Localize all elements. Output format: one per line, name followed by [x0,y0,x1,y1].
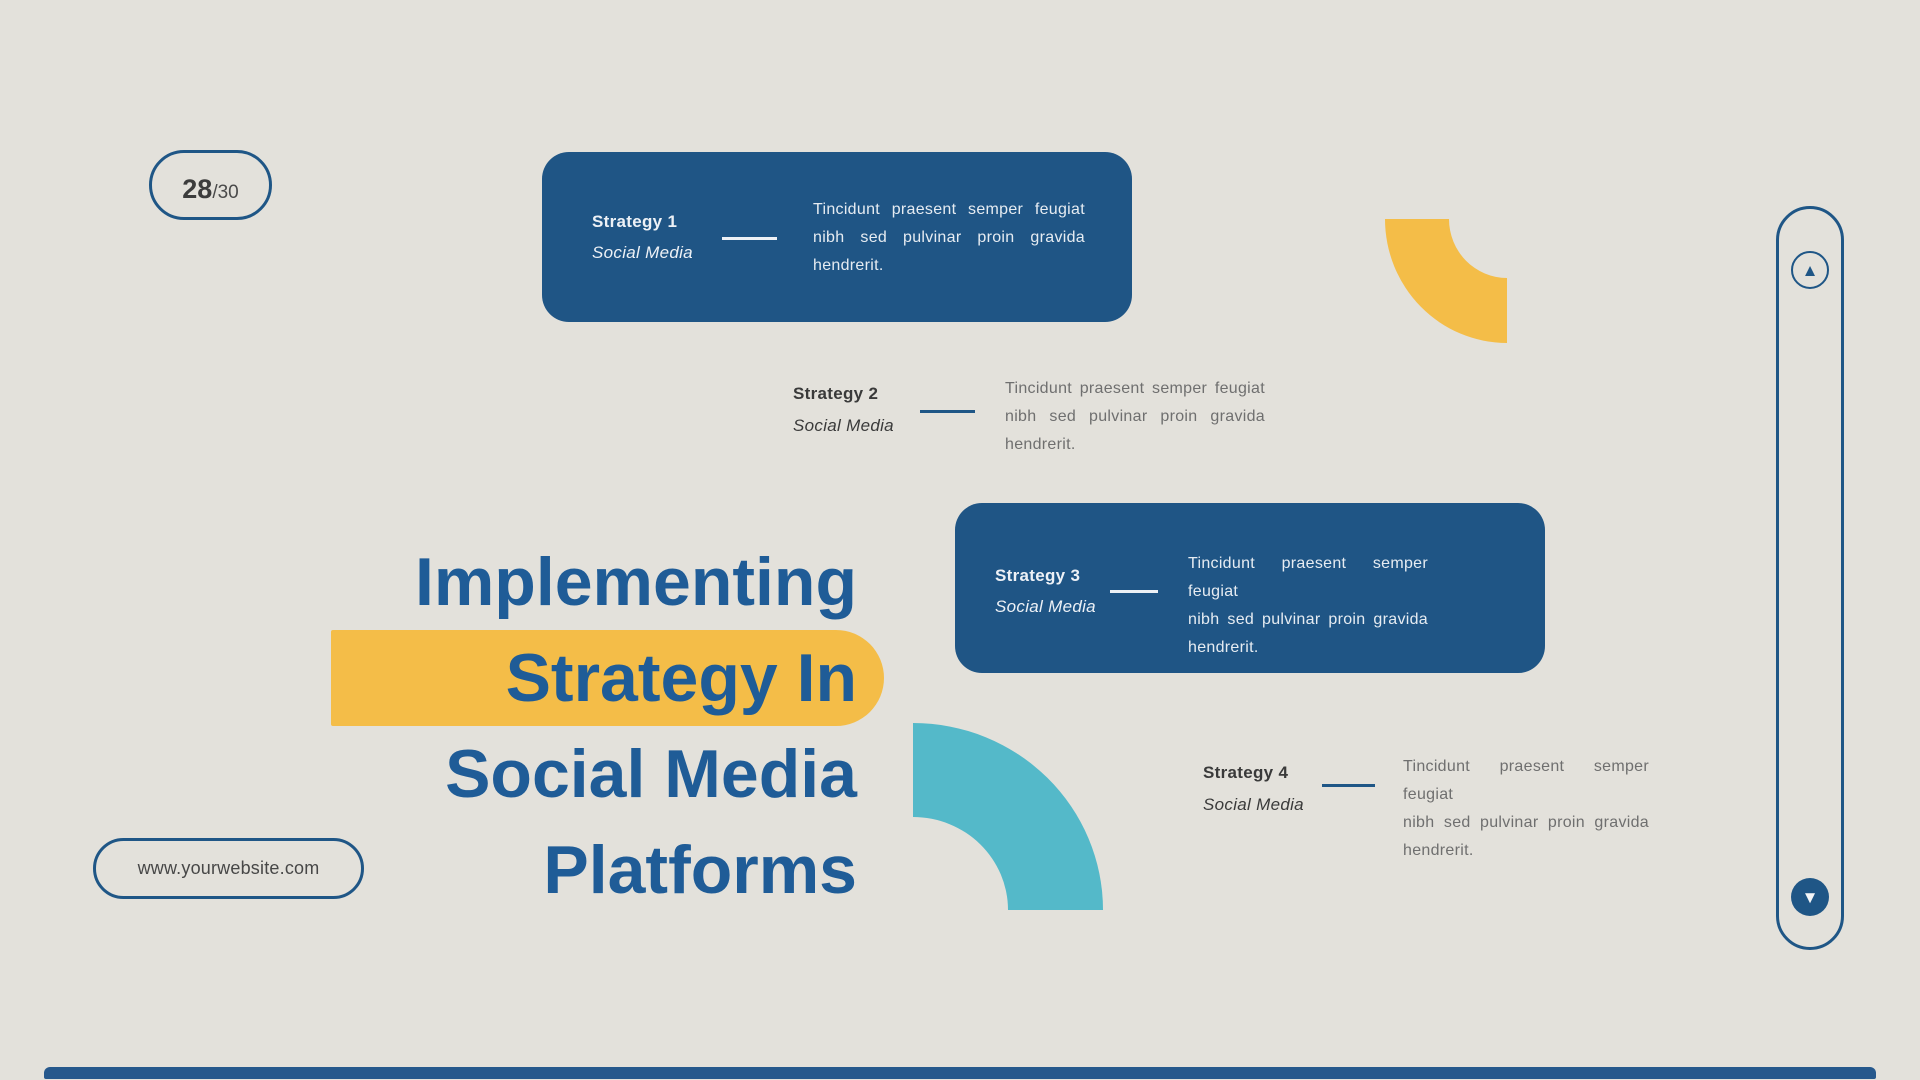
body-line: hendrerit. [1403,842,1474,859]
body-line: nibh sed pulvinar proin gravida [1403,814,1649,831]
body-line: Tincidunt praesent semper feugiat [1188,555,1428,600]
strategy-card-1: Strategy 1 Social Media Tincidunt praese… [542,152,1132,322]
strategy-1-labels: Strategy 1 Social Media [592,212,693,263]
strategy-group-4: Strategy 4 Social Media Tincidunt praese… [1203,753,1673,859]
strategy-sublabel: Social Media [592,243,693,262]
strategy-body: Tincidunt praesent semper feugiat nibh s… [1005,375,1265,459]
page-counter-current: 28 [182,174,213,204]
strategy-label: Strategy 3 [995,566,1081,585]
title-line-1: Implementing [414,544,857,620]
website-pill: www.yourwebsite.com [93,838,364,899]
strategy-label: Strategy 4 [1203,763,1289,782]
scroll-up-icon: ▲ [1801,260,1819,280]
website-label: www.yourwebsite.com [137,858,320,878]
scroll-down-icon: ▼ [1801,887,1819,907]
scroll-down-button[interactable]: ▼ [1791,878,1829,916]
strategy-4-labels: Strategy 4 Social Media [1203,763,1304,815]
body-line: hendrerit. [813,257,884,274]
body-line: hendrerit. [1005,436,1076,453]
body-line: nibh sed pulvinar proin gravida [813,229,1085,246]
strategy-2-labels: Strategy 2 Social Media [793,384,894,436]
strategy-label: Strategy 1 [592,212,678,231]
title-highlight: Strategy In [331,630,884,726]
title-line-3: Social Media [445,736,857,812]
body-line: nibh sed pulvinar proin gravida [1188,611,1428,628]
body-line: Tincidunt praesent semper feugiat [1005,380,1265,397]
page-counter: 28 /30 [149,150,272,220]
title-line-2: Strategy In [331,630,884,726]
scrollbar-track[interactable]: ▲ ▼ [1776,206,1844,950]
page-counter-total: /30 [212,182,239,203]
title-line-4: Platforms [543,832,857,908]
strategy-group-2: Strategy 2 Social Media Tincidunt praese… [793,374,1273,464]
strategy-3-labels: Strategy 3 Social Media [995,566,1096,617]
divider-line [1110,590,1158,593]
divider-line [1322,784,1375,787]
teal-arc-shape [913,723,1103,910]
strategy-card-3: Strategy 3 Social Media Tincidunt praese… [955,503,1545,673]
strategy-sublabel: Social Media [995,597,1096,616]
body-line: Tincidunt praesent semper feugiat [1403,758,1649,803]
strategy-body: Tincidunt praesent semper feugiat nibh s… [813,196,1085,280]
strategy-body: Tincidunt praesent semper feugiat nibh s… [1403,753,1649,865]
body-line: hendrerit. [1188,639,1259,656]
main-title: Implementing Strategy In Social Media Pl… [331,534,884,918]
body-line: Tincidunt praesent semper feugiat [813,201,1085,218]
strategy-sublabel: Social Media [1203,795,1304,814]
strategy-body: Tincidunt praesent semper feugiat nibh s… [1188,550,1428,662]
yellow-arc-shape [1385,219,1507,343]
divider-line [920,410,975,413]
body-line: nibh sed pulvinar proin gravida [1005,408,1265,425]
strategy-label: Strategy 2 [793,384,879,403]
scroll-up-button[interactable]: ▲ [1791,251,1829,289]
divider-line [722,237,777,240]
bottom-progress-bar [44,1067,1876,1079]
strategy-sublabel: Social Media [793,416,894,435]
